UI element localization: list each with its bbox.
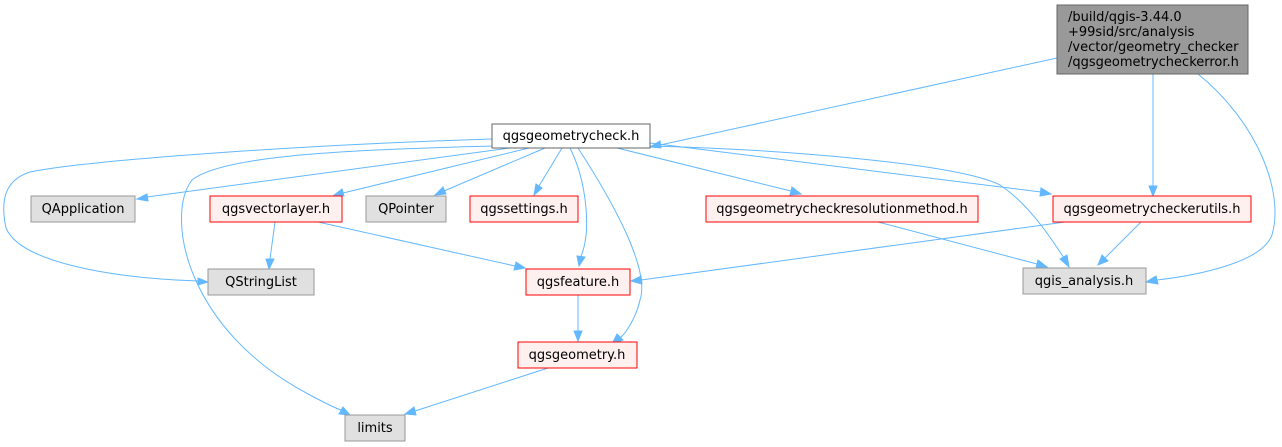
edge-geometrycheck-to-geometry bbox=[577, 147, 643, 345]
node-root-line-4: /qgsgeometrycheckerror.h bbox=[1068, 55, 1239, 70]
node-qpointer: QPointer bbox=[365, 195, 447, 223]
edge-vectorlayer-to-feature bbox=[317, 221, 527, 271]
node-label: QStringList bbox=[225, 275, 297, 290]
node-root-qgsgeometrycheckerror: /build/qgis-3.44.0 +99sid/src/analysis /… bbox=[1056, 4, 1249, 75]
edge-feature-to-geometry bbox=[573, 295, 583, 343]
node-limits: limits bbox=[344, 414, 406, 442]
edge-checkerutils-to-analysis bbox=[1097, 221, 1142, 266]
edge-root-to-checkerutils bbox=[1148, 74, 1158, 198]
edge-root-to-analysis bbox=[1144, 73, 1276, 285]
node-label: qgsvectorlayer.h bbox=[222, 202, 330, 217]
node-root-line-3: /vector/geometry_checker bbox=[1068, 40, 1239, 55]
edge-geometrycheck-to-qapplication bbox=[135, 147, 511, 202]
node-root-line-2: +99sid/src/analysis bbox=[1068, 25, 1195, 40]
node-qapplication: QApplication bbox=[30, 195, 136, 223]
node-qgsgeometrycheckerutils[interactable]: qgsgeometrycheckerutils.h bbox=[1052, 195, 1252, 223]
edge-geometrycheck-to-analysis bbox=[649, 145, 1070, 269]
node-label: limits bbox=[357, 421, 393, 436]
node-label: qgsgeometrycheckresolutionmethod.h bbox=[716, 202, 967, 217]
edge-geometrycheck-to-settings bbox=[533, 147, 563, 197]
node-label: QApplication bbox=[42, 202, 125, 217]
node-qgsgeometry[interactable]: qgsgeometry.h bbox=[517, 341, 638, 369]
node-label: qgssettings.h bbox=[480, 202, 568, 217]
node-label: qgis_analysis.h bbox=[1035, 274, 1133, 289]
edge-geometrycheck-to-qpointer bbox=[433, 147, 546, 196]
edge-geometrycheck-to-resolutionmethod bbox=[616, 147, 803, 196]
node-qgsfeature[interactable]: qgsfeature.h bbox=[525, 268, 631, 296]
edge-resolutionmethod-to-analysis bbox=[877, 221, 1049, 269]
node-qstringlist: QStringList bbox=[207, 268, 315, 296]
node-qgsgeometrycheck[interactable]: qgsgeometrycheck.h bbox=[491, 123, 651, 149]
edge-vectorlayer-to-qstringlist bbox=[265, 221, 276, 271]
node-label: qgsgeometry.h bbox=[529, 348, 626, 363]
node-qgis-analysis: qgis_analysis.h bbox=[1022, 267, 1147, 295]
edge-geometrycheck-to-qstringlist bbox=[3, 138, 493, 286]
edge-checkerutils-to-feature bbox=[629, 221, 1066, 285]
node-label: qgsfeature.h bbox=[537, 275, 620, 290]
node-qgssettings[interactable]: qgssettings.h bbox=[469, 195, 579, 223]
node-label: qgsgeometrycheck.h bbox=[503, 129, 640, 144]
edge-geometrycheck-to-vectorlayer bbox=[331, 147, 530, 197]
node-root-line-1: /build/qgis-3.44.0 bbox=[1068, 10, 1182, 25]
node-label: qgsgeometrycheckerutils.h bbox=[1064, 202, 1241, 217]
edge-geometry-to-limits bbox=[403, 367, 549, 416]
node-label: QPointer bbox=[378, 202, 435, 217]
node-qgsvectorlayer[interactable]: qgsvectorlayer.h bbox=[209, 195, 343, 223]
edge-geometrycheck-to-checkerutils bbox=[649, 142, 1053, 197]
edge-geometrycheck-to-feature bbox=[569, 147, 588, 268]
node-qgsgeometrycheckresolutionmethod[interactable]: qgsgeometrycheckresolutionmethod.h bbox=[705, 195, 979, 223]
edge-root-to-geometrycheck bbox=[648, 57, 1058, 149]
